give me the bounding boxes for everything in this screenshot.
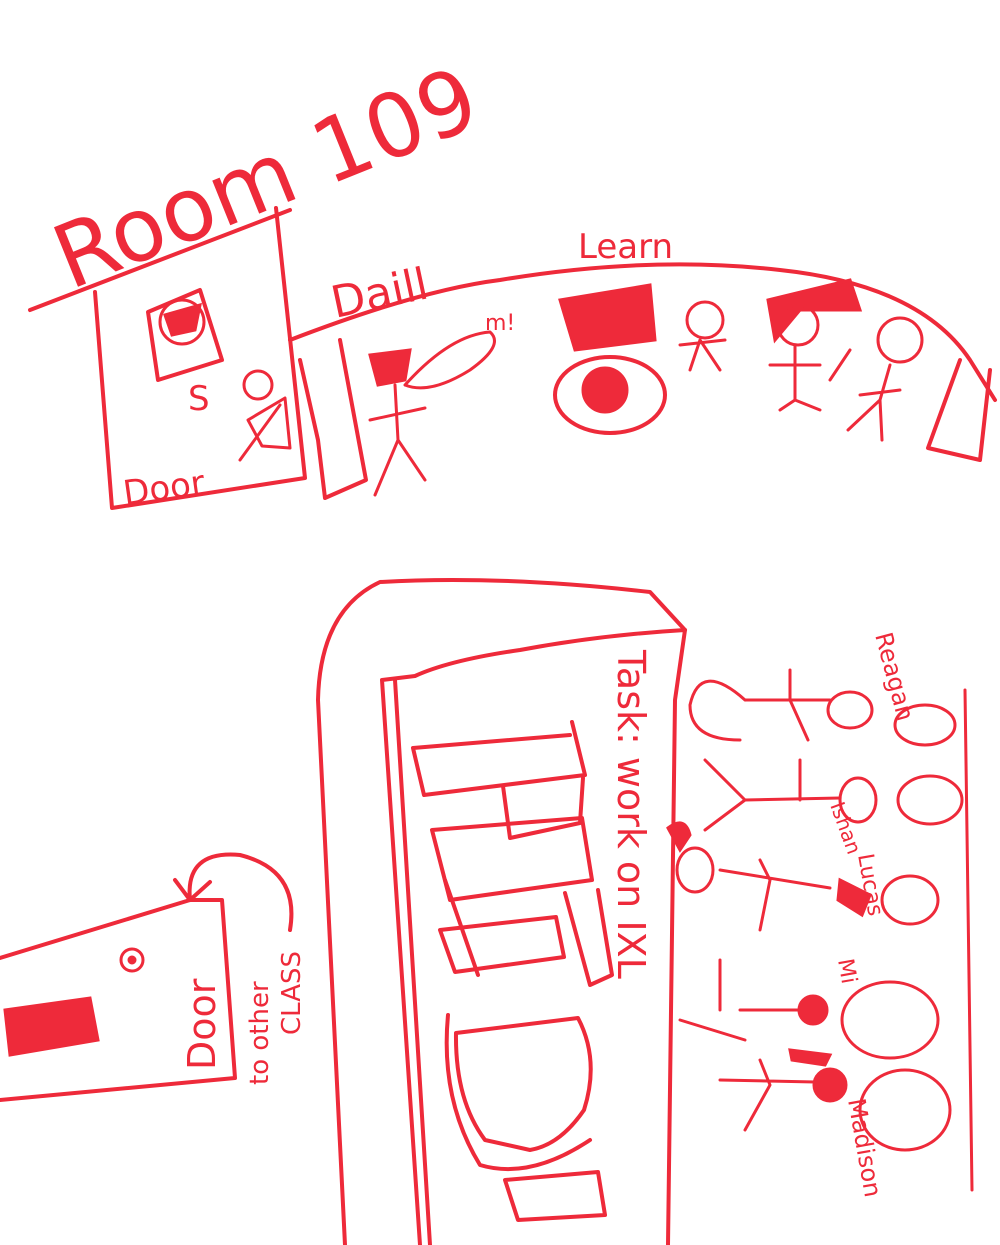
desk-shape-2 — [501, 776, 585, 840]
student-chair-icon — [896, 774, 964, 826]
other-door-arrow — [173, 852, 294, 932]
roof-line — [28, 208, 292, 312]
student-hair-scribble — [836, 877, 872, 918]
cabinet-shape — [503, 1170, 607, 1222]
student-body-icon — [828, 348, 902, 442]
door-person-head-icon — [242, 369, 274, 401]
student-hair-scribble — [788, 1048, 833, 1067]
student-head-icon — [876, 316, 924, 364]
poster-face-icon — [158, 298, 206, 346]
student-name: Reagan — [869, 629, 919, 723]
student-hair-scribble — [766, 278, 863, 344]
student-name: Ishan — [825, 799, 866, 858]
round-table-outer — [444, 1013, 592, 1172]
hallway-arch — [288, 262, 997, 402]
student-scribble-1 — [558, 283, 657, 352]
speech-bubble — [403, 330, 496, 390]
student-body-icon — [678, 338, 727, 372]
other-door-caption-line2: CLASS — [277, 951, 307, 1035]
student-name: Mi — [832, 957, 861, 986]
student-body-icon — [718, 1058, 817, 1132]
student-scribble-2 — [553, 355, 667, 435]
room-door-outline — [93, 206, 307, 510]
hallway-students — [553, 278, 992, 462]
student-head-icon — [776, 303, 820, 347]
student-head-icon — [685, 300, 725, 340]
hallway-label: Daill — [327, 259, 433, 329]
desk-shape-5 — [563, 888, 614, 987]
doorknob-icon — [119, 947, 145, 973]
student-head-icon — [797, 994, 829, 1026]
student-head-icon — [675, 846, 715, 894]
poster-label: S — [188, 379, 210, 419]
student-body-icon — [688, 668, 832, 742]
door-person-body-icon — [238, 396, 292, 462]
hallway-door — [298, 338, 368, 500]
door-poster — [146, 288, 224, 382]
door-scribble — [3, 996, 100, 1057]
board-task-label: Task: work on IXL — [609, 649, 653, 979]
classroom-table — [316, 577, 687, 1245]
desk-shape-1 — [411, 720, 587, 797]
other-door-caption-line1: to other — [245, 981, 275, 1085]
room-109-top-scene: Room 109 S Door Daill Learn m! — [28, 47, 997, 514]
right-wall — [963, 688, 974, 1192]
student-chair-icon — [840, 980, 940, 1060]
poster-hair-scribble — [163, 302, 202, 337]
desk-shape-3 — [430, 816, 594, 902]
desk-shape-4 — [438, 878, 566, 977]
student-head-icon — [838, 776, 878, 824]
student-chair-icon — [893, 703, 957, 747]
other-door-label: Door — [180, 978, 224, 1070]
doorknob-center — [127, 955, 137, 965]
student-name: Madison — [842, 1096, 887, 1199]
student-chair-icon — [858, 1068, 952, 1152]
student-hair-scribble — [666, 821, 692, 853]
teacher-hair-scribble — [368, 348, 412, 387]
teacher-body-icon — [368, 383, 427, 497]
other-door-outline — [0, 898, 237, 1102]
student-head-icon — [826, 690, 874, 730]
student-body-icon — [703, 758, 842, 832]
student-chair-icon — [880, 874, 940, 926]
student-body-icon — [768, 343, 822, 412]
student-body-icon — [678, 958, 802, 1042]
round-table — [453, 1016, 593, 1152]
whiteboard-outline — [380, 628, 687, 1245]
student-scribble-2-fill — [581, 366, 629, 414]
classroom-students — [666, 668, 964, 1152]
speech-exclaim: m! — [485, 311, 515, 336]
learn-label: Learn — [578, 227, 673, 267]
door-label: Door — [121, 463, 208, 514]
hallway-locker — [926, 358, 992, 462]
student-head-icon — [812, 1067, 848, 1103]
student-body-icon — [718, 858, 832, 932]
classroom-bottom-scene: Door to other CLASS Task: work on IXL — [0, 577, 974, 1245]
